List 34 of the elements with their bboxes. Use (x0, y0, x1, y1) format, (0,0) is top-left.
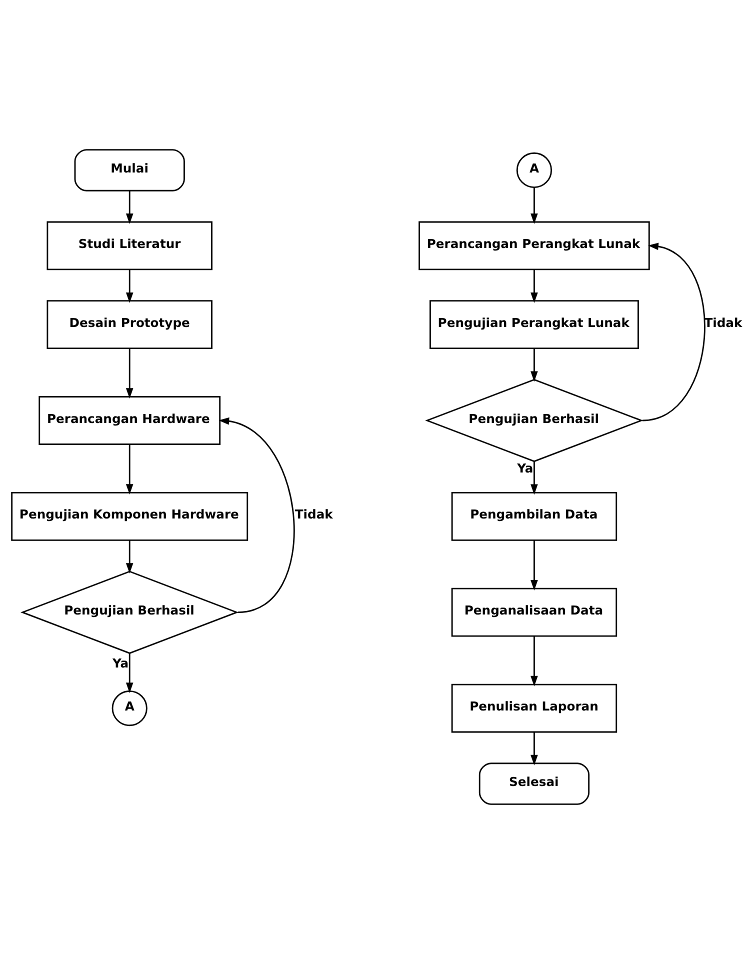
edge-label: Ya (517, 462, 534, 476)
node-box: Pengujian Perangkat Lunak (430, 300, 639, 350)
arrow (126, 190, 134, 224)
edge-label: Tidak (294, 508, 333, 522)
node-box: Studi Literatur (46, 221, 212, 270)
edge-label: Tidak (704, 316, 742, 330)
edge-label: Ya (112, 656, 129, 671)
arrow (642, 242, 706, 422)
node-box: Perancangan Perangkat Lunak (418, 221, 650, 270)
node-diamond: Pengujian Berhasil (20, 570, 239, 654)
arrow (530, 348, 538, 382)
node-diamond: Pengujian Berhasil (425, 378, 644, 462)
node-box: Selesai (478, 762, 590, 805)
arrow (126, 444, 134, 495)
node-box: Perancangan Hardware (38, 396, 221, 445)
node-box: Desain Prototype (46, 300, 212, 350)
arrow (530, 188, 538, 224)
node-box: Pengambilan Data (451, 492, 618, 541)
arrow (530, 636, 538, 686)
arrow (126, 348, 134, 399)
arrow (126, 270, 134, 303)
arrow (530, 732, 538, 766)
node-box: Mulai (74, 149, 185, 192)
node-circle: A (112, 690, 148, 726)
node-circle: A (516, 152, 552, 188)
node-box: Penulisan Laporan (451, 684, 618, 733)
arrow (530, 540, 538, 590)
arrow (126, 653, 134, 694)
arrow (218, 417, 295, 614)
node-box: Pengujian Komponen Hardware (11, 492, 248, 541)
arrow (126, 540, 134, 574)
arrow (530, 462, 538, 495)
arrow (530, 270, 538, 303)
node-box: Penganalisaan Data (451, 588, 618, 637)
